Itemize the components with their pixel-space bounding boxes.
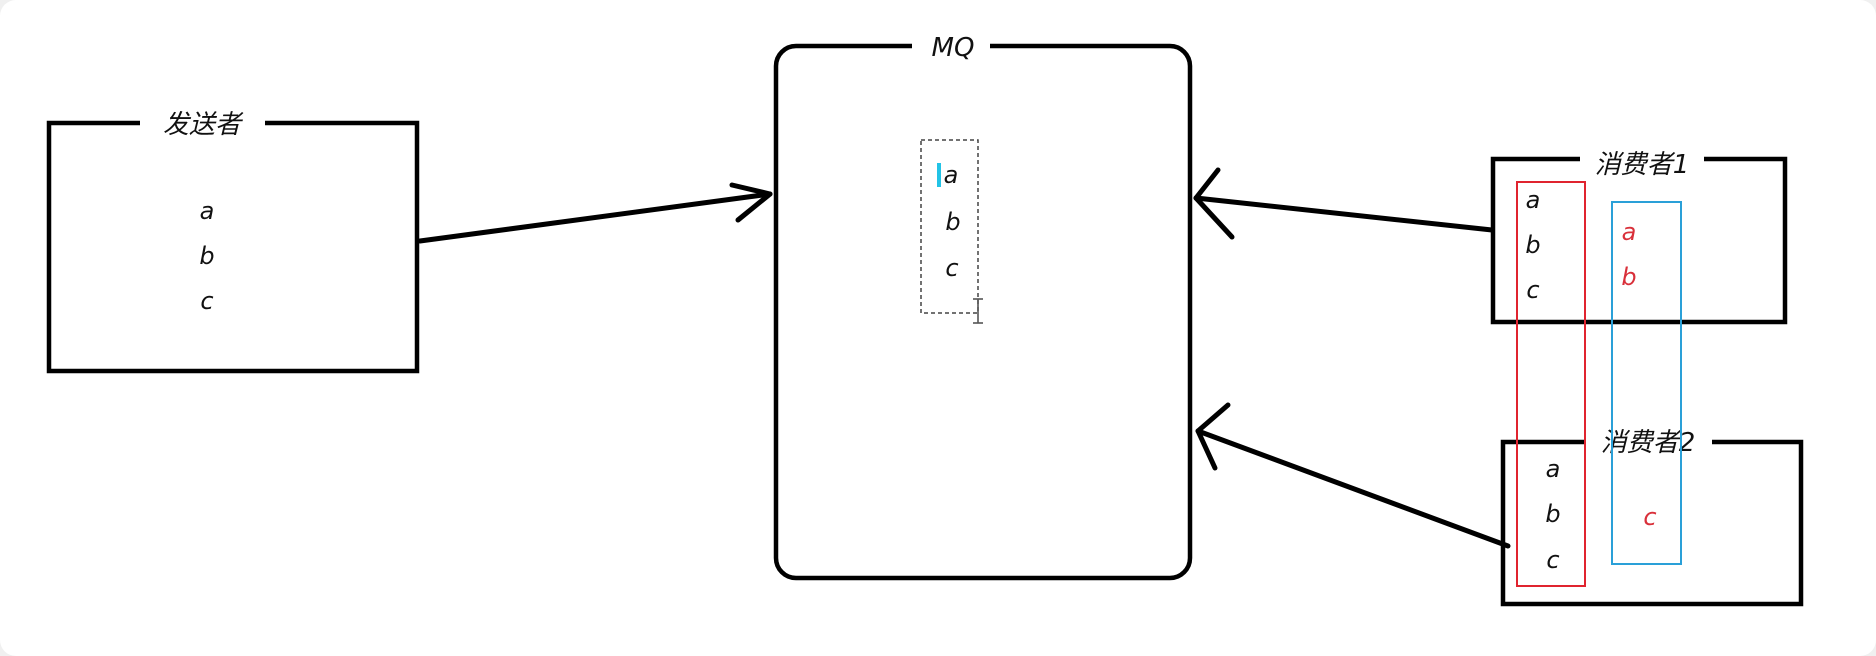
consumer1-node[interactable]: 消费者1 a b c a b [1490, 147, 1788, 325]
consumer2-message-c: c [1546, 546, 1559, 574]
text-cursor-icon [973, 298, 983, 324]
consumer1-highlight-b: b [1621, 263, 1636, 291]
consumer2-highlight-c: c [1643, 503, 1656, 531]
consumer1-highlight-a: a [1622, 218, 1637, 246]
mq-node[interactable]: MQ a b c [773, 28, 1193, 581]
mq-selection-box[interactable] [920, 139, 979, 314]
consumer1-message-a: a [1526, 186, 1541, 214]
arrow-line [1195, 428, 1511, 549]
mq-box [773, 43, 1193, 581]
consumer1-message-b: b [1525, 231, 1540, 259]
consumer2-message-a: a [1546, 455, 1561, 483]
sender-message-b: b [199, 242, 214, 270]
mq-message-a: a [944, 161, 959, 189]
arrow-head [1195, 402, 1231, 471]
arrow-head [1193, 167, 1235, 240]
mq-title: MQ [932, 33, 975, 63]
arrow-line [1193, 195, 1495, 233]
arrow-consumer1-to-mq [1193, 167, 1495, 240]
sender-message-c: c [200, 287, 213, 315]
text-caret [937, 163, 941, 187]
mq-message-c: c [945, 254, 958, 282]
blue-group-rect[interactable] [1611, 201, 1682, 565]
consumer1-title-bg [1580, 147, 1704, 179]
arrow-line [417, 191, 773, 244]
sender-title-bg [140, 105, 265, 141]
red-group-rect[interactable] [1516, 181, 1586, 587]
arrow-sender-to-mq [417, 182, 773, 244]
consumer1-title: 消费者1 [1595, 150, 1690, 180]
consumer2-title: 消费者2 [1601, 428, 1696, 458]
sender-title: 发送者 [163, 110, 244, 140]
mq-message-b: b [945, 208, 960, 236]
consumer2-message-b: b [1545, 500, 1560, 528]
sender-node[interactable]: 发送者 a b c [46, 105, 420, 374]
mq-title-bg [912, 28, 990, 64]
consumer1-message-c: c [1526, 276, 1539, 304]
arrow-consumer2-to-mq [1195, 402, 1511, 549]
arrow-head [729, 182, 773, 223]
sender-box [46, 120, 420, 374]
consumer2-title-bg [1586, 424, 1712, 458]
consumer2-node[interactable]: 消费者2 a b c c [1500, 424, 1804, 607]
sender-message-a: a [200, 197, 215, 225]
